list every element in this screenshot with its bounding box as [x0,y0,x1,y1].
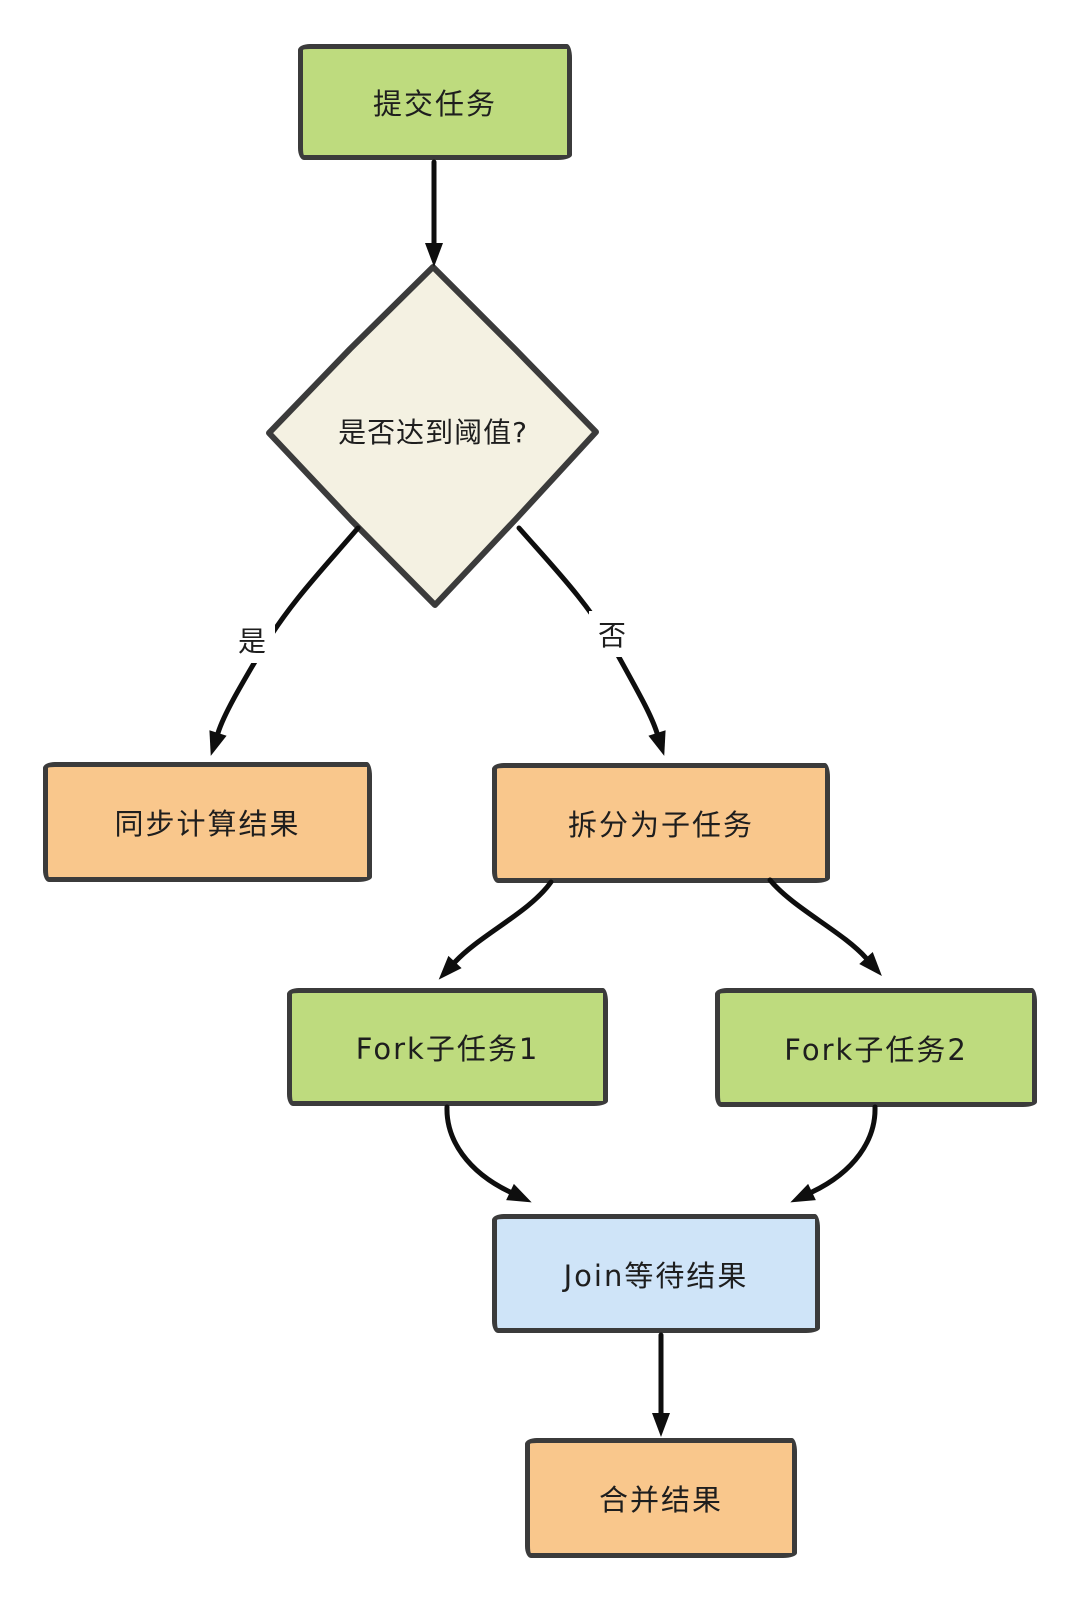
node-fork-subtask-1: Fork子任务1 [287,988,608,1106]
node-split-subtasks-label: 拆分为子任务 [567,808,754,842]
node-merge-result: 合并结果 [525,1438,797,1558]
node-sync-compute-label: 同步计算结果 [114,807,301,841]
edge-label-no: 否 [589,611,635,657]
node-decision: 是否达到阈值? [283,408,583,454]
node-merge-result-label: 合并结果 [598,1483,723,1517]
node-submit-task: 提交任务 [298,44,572,160]
node-fork-subtask-2-label: Fork子任务2 [784,1032,968,1067]
node-join-wait-label: Join等待结果 [563,1258,749,1293]
node-decision-label: 是否达到阈值? [338,416,528,449]
node-fork-subtask-2: Fork子任务2 [715,988,1037,1107]
edge-label-yes-text: 是 [237,625,266,658]
node-sync-compute: 同步计算结果 [43,762,372,882]
edge-label-yes: 是 [229,617,275,663]
node-split-subtasks: 拆分为子任务 [492,763,830,883]
decision-diamond-shape [266,264,599,608]
node-join-wait: Join等待结果 [492,1214,820,1333]
node-submit-task-label: 提交任务 [372,87,497,121]
node-fork-subtask-1-label: Fork子任务1 [355,1032,540,1066]
edge-label-no-text: 否 [597,619,626,652]
